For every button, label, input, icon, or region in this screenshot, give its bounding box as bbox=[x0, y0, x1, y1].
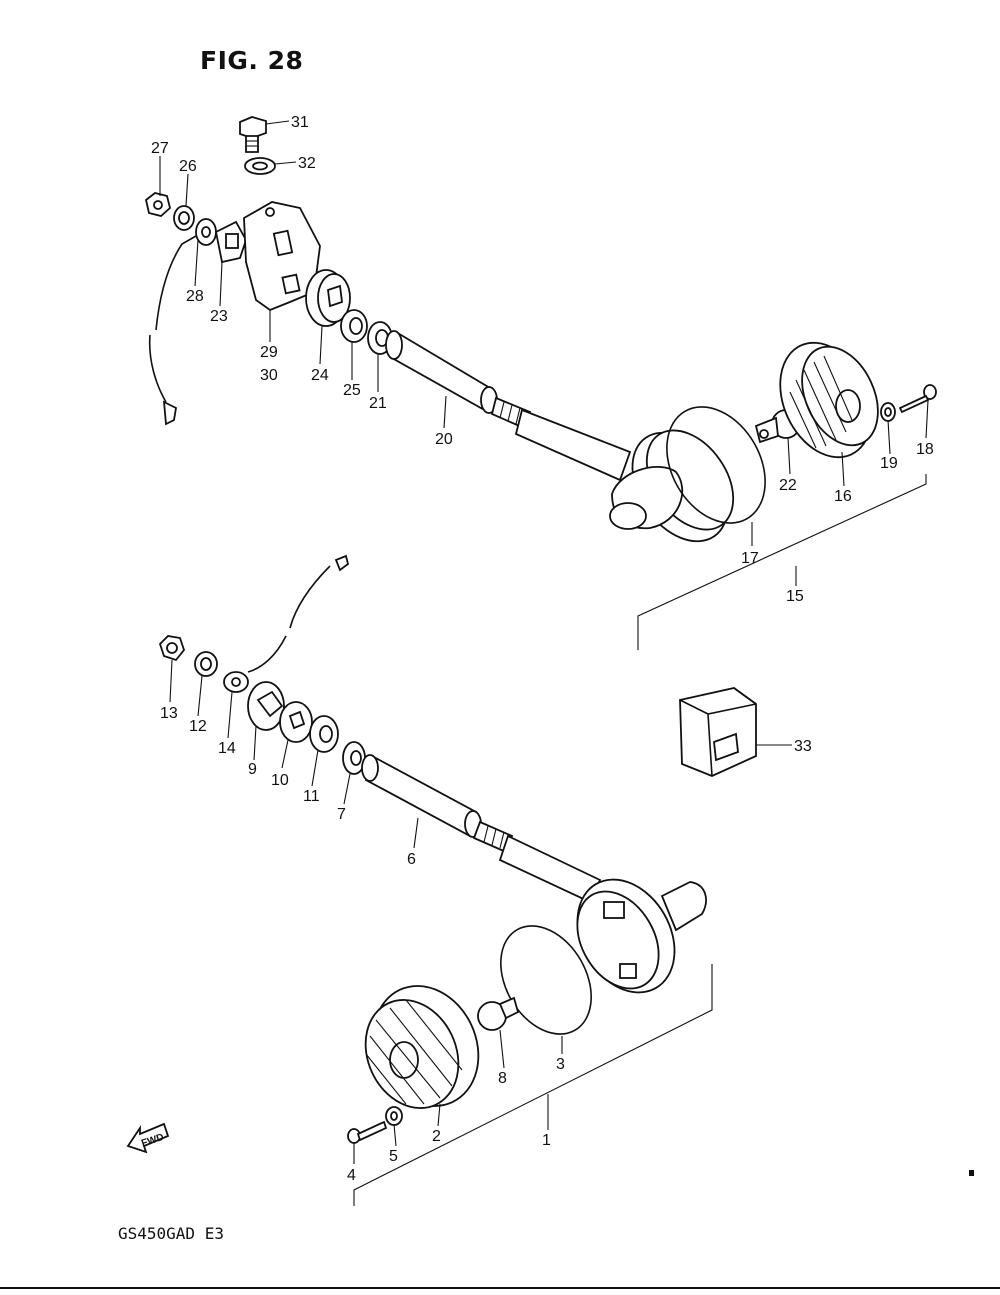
stem-housing-1 bbox=[472, 820, 707, 994]
figure-title: FIG. 28 bbox=[200, 46, 304, 75]
stem-housing-15 bbox=[490, 396, 735, 543]
nut-13 bbox=[158, 635, 186, 662]
callout-3: 3 bbox=[556, 1056, 565, 1073]
callout-2: 2 bbox=[432, 1128, 441, 1145]
callout-30: 30 bbox=[260, 367, 278, 384]
callout-16: 16 bbox=[834, 488, 852, 505]
seal-ring-17 bbox=[666, 406, 766, 524]
callout-12: 12 bbox=[189, 718, 207, 735]
bolt-31 bbox=[239, 116, 267, 153]
fwd-arrow-icon: FWD bbox=[126, 1122, 170, 1154]
callout-4: 4 bbox=[347, 1167, 356, 1184]
callout-11: 11 bbox=[303, 788, 320, 805]
callout-labels: 31 32 27 26 28 23 29 30 24 25 21 20 22 1… bbox=[151, 114, 934, 1184]
callout-17: 17 bbox=[741, 550, 759, 567]
callout-23: 23 bbox=[210, 308, 228, 325]
callout-25: 25 bbox=[343, 382, 361, 399]
washer-32 bbox=[244, 157, 276, 175]
lens-2 bbox=[364, 985, 480, 1109]
ground-lead-14 bbox=[223, 554, 350, 693]
washer-19 bbox=[880, 402, 896, 422]
sleeve-6 bbox=[361, 754, 482, 838]
callout-24: 24 bbox=[311, 367, 329, 384]
relay-33 bbox=[679, 687, 757, 777]
callout-22: 22 bbox=[779, 477, 797, 494]
callout-21: 21 bbox=[369, 395, 387, 412]
callout-6: 6 bbox=[407, 851, 416, 868]
callout-31: 31 bbox=[291, 114, 309, 131]
plate-10 bbox=[279, 701, 313, 743]
callout-15: 15 bbox=[786, 588, 804, 605]
bushing-9 bbox=[247, 681, 285, 731]
lock-washer-26 bbox=[173, 205, 195, 231]
screw-4 bbox=[347, 1120, 388, 1144]
nut-27 bbox=[144, 192, 172, 217]
callout-33: 33 bbox=[794, 738, 812, 755]
washer-11 bbox=[309, 715, 339, 753]
callout-10: 10 bbox=[271, 772, 289, 789]
callout-14: 14 bbox=[218, 740, 236, 757]
sleeve-20 bbox=[385, 330, 498, 414]
callout-19: 19 bbox=[880, 455, 898, 472]
callout-13: 13 bbox=[160, 705, 178, 722]
callout-20: 20 bbox=[435, 431, 453, 448]
screw-18 bbox=[898, 384, 937, 414]
washer-5 bbox=[385, 1106, 403, 1126]
callout-28: 28 bbox=[186, 288, 204, 305]
bracket-29-30 bbox=[243, 201, 321, 312]
callout-7: 7 bbox=[337, 806, 346, 823]
model-code: GS450GAD E3 bbox=[118, 1224, 224, 1243]
washer-25 bbox=[340, 309, 368, 343]
callout-8: 8 bbox=[498, 1070, 507, 1087]
leader-lines bbox=[159, 120, 929, 1206]
grommet-24 bbox=[305, 269, 351, 327]
bushing-23 bbox=[214, 220, 247, 264]
callout-29: 29 bbox=[260, 344, 278, 361]
callout-9: 9 bbox=[248, 761, 257, 778]
callout-1: 1 bbox=[542, 1132, 551, 1149]
lens-16 bbox=[779, 341, 879, 459]
callout-5: 5 bbox=[389, 1148, 398, 1165]
scan-mark bbox=[969, 1170, 974, 1176]
bulb-8 bbox=[477, 996, 520, 1031]
callout-26: 26 bbox=[179, 158, 197, 175]
callout-27: 27 bbox=[151, 140, 169, 157]
lock-washer-12 bbox=[194, 651, 218, 677]
ground-lead-28 bbox=[148, 218, 217, 426]
callout-32: 32 bbox=[298, 155, 316, 172]
callout-18: 18 bbox=[916, 441, 934, 458]
